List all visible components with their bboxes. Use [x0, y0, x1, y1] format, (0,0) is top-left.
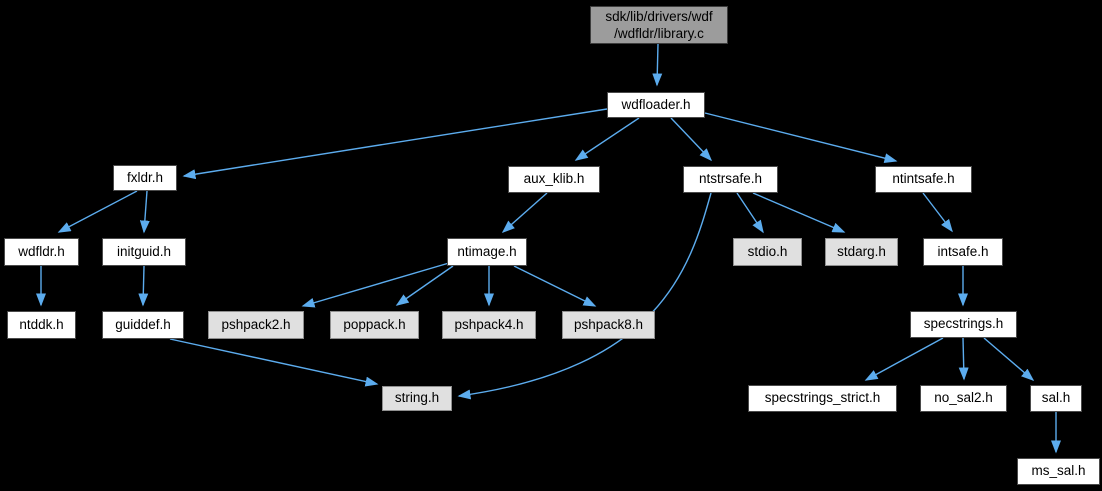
node-specstrings-h-label: specstrings.h [923, 316, 1004, 332]
node-guiddef-h-label: guiddef.h [115, 316, 171, 332]
edge-specstrings-to-specstrings-strict [864, 337, 944, 381]
node-pshpack8-h: pshpack8.h [562, 311, 655, 339]
node-ntimage-h-label: ntimage.h [457, 243, 517, 259]
node-wdfldr-h[interactable]: wdfldr.h [4, 238, 79, 266]
node-pshpack4-h: pshpack4.h [442, 311, 536, 339]
node-intsafe-h-label: intsafe.h [937, 243, 989, 259]
node-aux-klib-h-label: aux_klib.h [523, 171, 585, 187]
node-pshpack8-h-label: pshpack8.h [573, 316, 644, 332]
node-sal-h[interactable]: sal.h [1030, 385, 1082, 412]
edge-ntstrsafe-to-string [457, 192, 712, 400]
node-ntddk-h[interactable]: ntddk.h [7, 311, 76, 339]
node-stdio-h: stdio.h [733, 238, 802, 266]
node-sal-h-label: sal.h [1041, 390, 1071, 406]
edge-specstrings-to-sal [983, 337, 1035, 381]
edge-ntstrsafe-to-stdarg [752, 192, 846, 233]
node-wdfldr-h-label: wdfldr.h [18, 243, 65, 259]
node-specstrings-strict-h[interactable]: specstrings_strict.h [748, 385, 897, 412]
edge-specstrings-to-no-sal2 [958, 337, 969, 381]
edge-library-c-to-wdfloader [652, 43, 663, 87]
node-stdarg-h: stdarg.h [825, 238, 898, 266]
node-ms-sal-h-label: ms_sal.h [1031, 463, 1086, 479]
node-library-c-label-line2: /wdfldr/library.c [614, 26, 704, 41]
node-no-sal2-h-label: no_sal2.h [934, 390, 993, 406]
node-poppack-h-label: poppack.h [343, 316, 406, 332]
node-ntddk-h-label: ntddk.h [19, 316, 64, 332]
node-ntstrsafe-h-label: ntstrsafe.h [698, 171, 763, 187]
node-string-h-label: string.h [394, 390, 440, 406]
node-stdio-h-label: stdio.h [747, 243, 788, 259]
node-intsafe-h[interactable]: intsafe.h [923, 238, 1003, 266]
node-string-h: string.h [382, 386, 452, 411]
node-aux-klib-h[interactable]: aux_klib.h [508, 166, 600, 193]
node-poppack-h: poppack.h [330, 311, 419, 339]
node-initguid-h[interactable]: initguid.h [102, 238, 186, 266]
node-specstrings-h[interactable]: specstrings.h [910, 311, 1017, 338]
edge-fxldr-to-initguid [139, 190, 150, 234]
node-guiddef-h[interactable]: guiddef.h [102, 311, 184, 339]
node-specstrings-strict-h-label: specstrings_strict.h [764, 390, 881, 406]
node-stdarg-h-label: stdarg.h [837, 243, 886, 259]
node-library-c-label-line1: sdk/lib/drivers/wdf [605, 9, 713, 24]
edge-ntintsafe-to-intsafe [922, 192, 953, 233]
node-library-c: sdk/lib/drivers/wdf /wdfldr/library.c [590, 6, 728, 44]
edge-ntimage-to-pshpack2 [301, 262, 450, 308]
node-wdfloader-h[interactable]: wdfloader.h [607, 92, 705, 118]
node-ntintsafe-h[interactable]: ntintsafe.h [875, 166, 972, 193]
node-pshpack4-h-label: pshpack4.h [454, 316, 524, 332]
node-ntstrsafe-h[interactable]: ntstrsafe.h [683, 166, 778, 193]
edge-wdfloader-to-fxldr [182, 108, 608, 180]
node-fxldr-h-label: fxldr.h [126, 169, 164, 185]
edge-initguid-to-guiddef [138, 265, 149, 307]
edge-wdfloader-to-ntintsafe [704, 112, 898, 164]
node-no-sal2-h[interactable]: no_sal2.h [920, 385, 1007, 412]
node-initguid-h-label: initguid.h [116, 243, 172, 259]
node-wdfloader-h-label: wdfloader.h [621, 96, 691, 112]
edge-ntimage-to-pshpack8 [513, 265, 597, 307]
node-pshpack2-h: pshpack2.h [208, 311, 304, 339]
edge-wdfloader-to-aux-klib [574, 117, 640, 161]
edge-wdfloader-to-ntstrsafe [670, 117, 713, 162]
edge-aux-klib-to-ntimage [501, 192, 548, 233]
edge-guiddef-to-string [169, 338, 379, 387]
node-ntimage-h[interactable]: ntimage.h [447, 238, 527, 266]
edge-fxldr-to-wdfldr [57, 190, 138, 233]
node-fxldr-h[interactable]: fxldr.h [113, 165, 177, 191]
edge-ntimage-to-poppack [395, 265, 454, 306]
node-pshpack2-h-label: pshpack2.h [221, 316, 291, 332]
edge-ntstrsafe-to-stdio [736, 192, 764, 234]
node-ntintsafe-h-label: ntintsafe.h [892, 171, 955, 187]
node-ms-sal-h[interactable]: ms_sal.h [1017, 458, 1100, 485]
